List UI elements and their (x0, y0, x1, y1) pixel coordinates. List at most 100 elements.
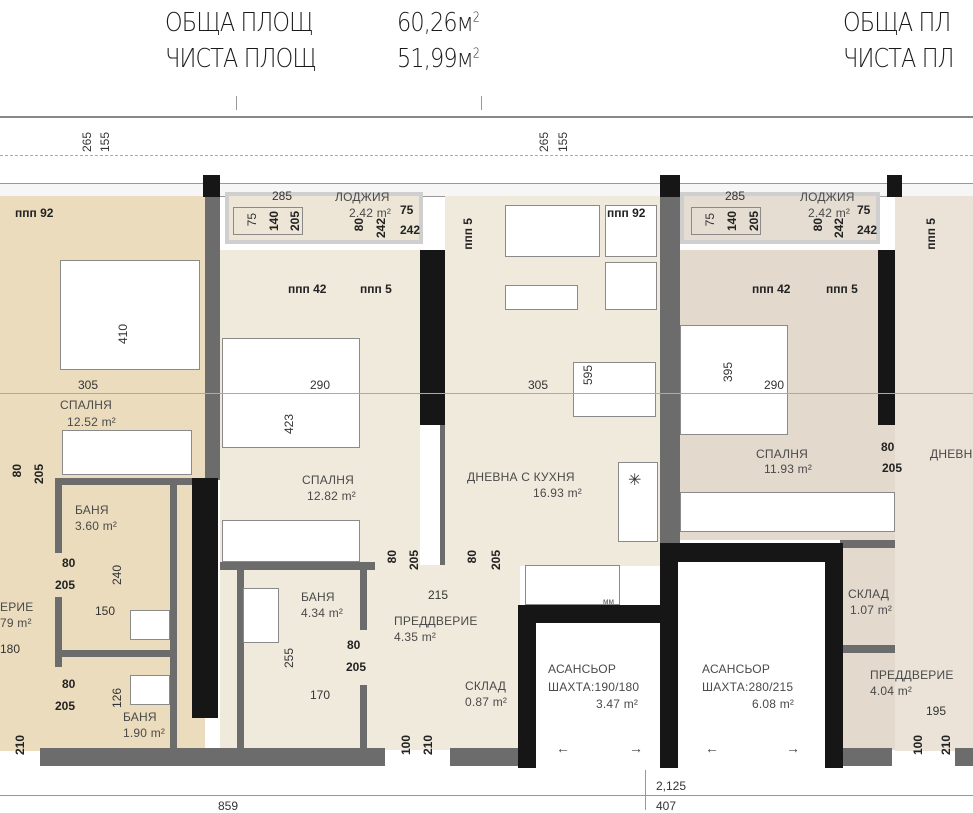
room-name: БАНЯ (301, 590, 335, 604)
door-dimension: 80 (62, 556, 76, 570)
dimension: 205 (288, 211, 302, 232)
dimension: 180 (0, 642, 21, 656)
dimension: 75 (245, 213, 259, 227)
exterior-wall (40, 748, 385, 766)
dimension: 155 (556, 132, 570, 153)
room-name: ЕРИЕ (0, 600, 34, 614)
dimension: 423 (282, 414, 296, 435)
dimension: 242 (857, 223, 878, 237)
room-name: БАНЯ (75, 503, 109, 517)
dimension: 140 (725, 211, 739, 232)
room-name: СПАЛНЯ (302, 473, 354, 487)
armchair (605, 262, 657, 310)
kitchen-counter (618, 462, 658, 542)
wall (220, 562, 375, 570)
room-area: 4.04 m² (870, 684, 913, 698)
header-divider (0, 116, 973, 118)
shaft-size: ШАХТА:190/180 (548, 680, 640, 694)
room-name: ПРЕДДВЕРИЕ (870, 668, 954, 682)
door-dimension: 80 (385, 550, 399, 564)
room-area: 16.93 m² (533, 486, 582, 500)
sill-height: ппп 5 (826, 282, 858, 296)
door-dimension: 205 (882, 461, 903, 475)
dimension: 407 (656, 799, 677, 813)
dimension: 255 (282, 648, 296, 669)
room-name: СПАЛНЯ (60, 398, 112, 412)
dimension: 285 (725, 189, 746, 203)
dimension: 75 (703, 213, 717, 227)
wall (840, 645, 895, 653)
sill-height: ппп 5 (461, 218, 475, 250)
net-area-label: ЧИСТА ПЛОЩ (165, 44, 317, 74)
dimension: 75 (857, 203, 871, 217)
door-dimension: 80 (465, 550, 479, 564)
sill-height: ппп 5 (924, 218, 938, 250)
sill-height: ппп 92 (607, 206, 646, 220)
door-dimension: 205 (407, 550, 421, 571)
door-left-arrow-icon: ← (705, 740, 719, 756)
door-size-box (691, 207, 761, 235)
column (660, 175, 680, 197)
wall (55, 597, 62, 667)
door-size-box (233, 207, 303, 235)
sofa (505, 205, 600, 257)
dimension: 80 (811, 218, 825, 232)
total-area-value: 60,26м2 (397, 8, 480, 38)
room-area: 1.07 m² (850, 603, 893, 617)
dimension: 150 (95, 604, 116, 618)
sill-height: ппп 42 (752, 282, 791, 296)
dimension: 395 (721, 362, 735, 383)
room-area: 4.35 m² (394, 630, 437, 644)
exterior-wall (840, 748, 892, 766)
shower (130, 610, 170, 640)
right-living-area (895, 196, 973, 751)
dimension: 195 (926, 704, 947, 718)
dimension: 80 (352, 218, 366, 232)
room-name: ПРЕДДВЕРИЕ (394, 614, 478, 628)
dimension: 100 (399, 735, 413, 756)
door-left-arrow-icon: ← (556, 740, 570, 756)
dimension: 170 (310, 688, 331, 702)
dimension: 265 (80, 132, 94, 153)
wall (55, 478, 62, 553)
net-area-number: 51,99м (397, 44, 474, 74)
dimension: 2,125 (656, 779, 687, 793)
door-dimension: 205 (346, 660, 367, 674)
door-dimension: 80 (10, 464, 24, 478)
dimension: 155 (98, 132, 112, 153)
room-area: 1.90 m² (123, 726, 166, 740)
sill-height: ппп 92 (15, 206, 54, 220)
room-name: БАНЯ (123, 710, 157, 724)
room-name: ДНЕВН (930, 447, 973, 461)
room-name: АСАНСЬОР (548, 662, 617, 676)
room-name: ЛОДЖИЯ (335, 190, 390, 204)
dimension: 290 (764, 378, 785, 392)
superscript: 2 (472, 46, 480, 62)
total-area-number: 60,26м (397, 8, 474, 38)
room-area: 11.93 m² (764, 462, 813, 476)
room-name: СКЛАД (465, 679, 507, 693)
door-dimension: 80 (62, 677, 76, 691)
room-area: 12.52 m² (67, 415, 116, 429)
room-name: ДНЕВНА С КУХНЯ (467, 470, 575, 484)
room-area: 3.47 m² (596, 697, 639, 711)
room-area: 12.82 m² (307, 489, 356, 503)
door-dimension: 80 (347, 638, 361, 652)
shower (130, 675, 170, 705)
dimension: 305 (528, 378, 549, 392)
dimension: 859 (218, 799, 239, 813)
dimension: 126 (110, 688, 124, 709)
loggia-area (225, 192, 423, 244)
dimension: 215 (428, 588, 449, 602)
dimension: 305 (78, 378, 99, 392)
superscript: 2 (472, 10, 480, 26)
column (203, 175, 220, 197)
door-right-arrow-icon: → (629, 740, 643, 756)
wall (440, 425, 445, 565)
dimension: 205 (747, 211, 761, 232)
door-dimension: 205 (32, 464, 46, 485)
exterior-wall (955, 748, 973, 766)
dimension: 75 (400, 203, 414, 217)
door-dimension: 80 (881, 440, 895, 454)
dimension: 285 (272, 189, 293, 203)
